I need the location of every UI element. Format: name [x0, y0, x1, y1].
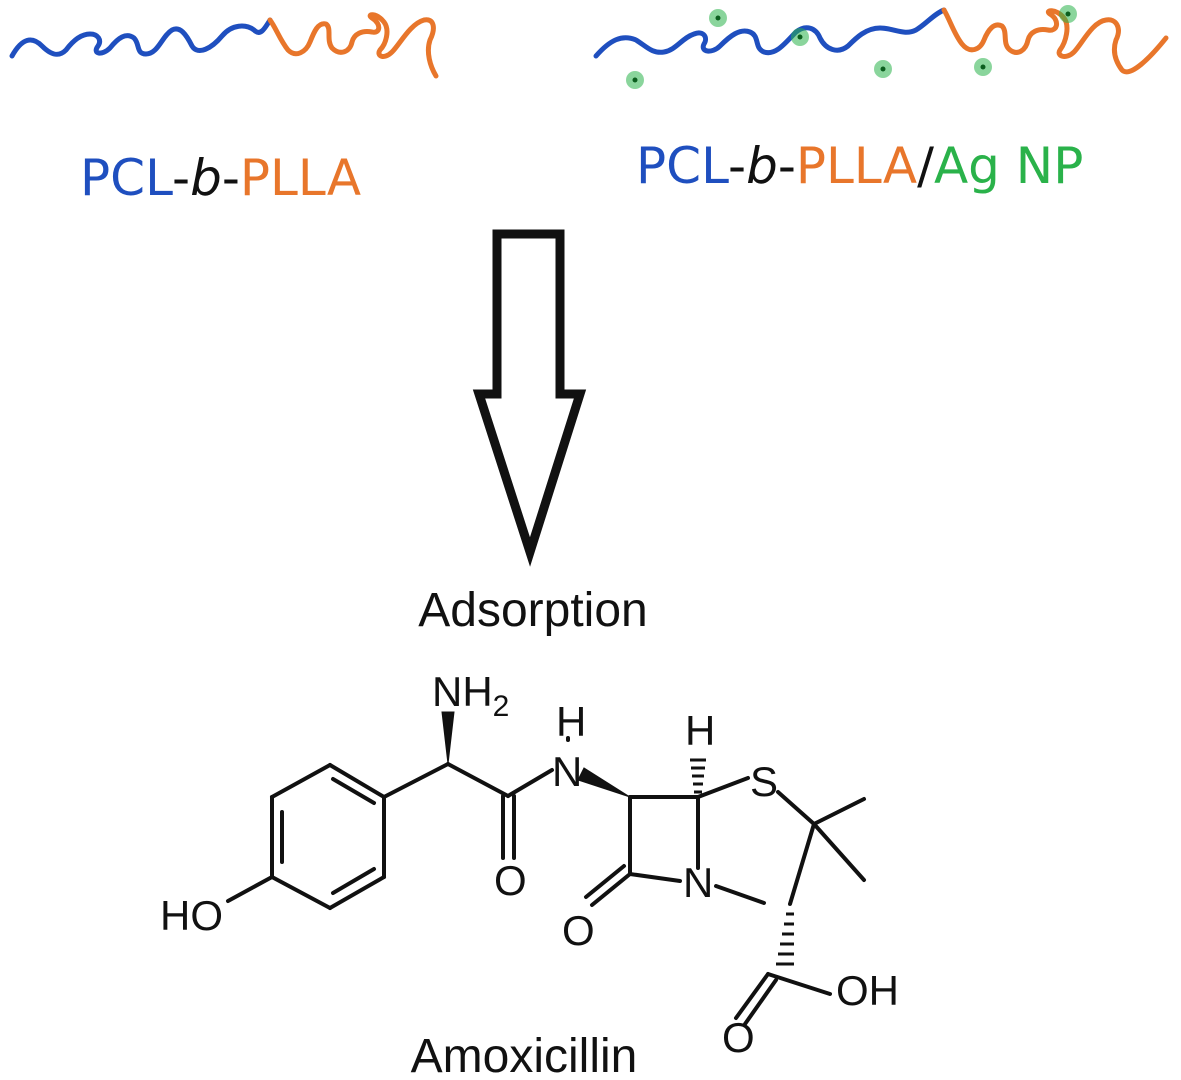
copolymer-chain-right	[593, 5, 1169, 89]
plla-block-right	[941, 7, 1169, 75]
wedge-bond	[441, 711, 455, 765]
hashed-bond	[690, 758, 706, 794]
atom-amide-h: H	[556, 698, 586, 745]
atom-sulfur: S	[750, 758, 778, 805]
atom-acid-o: O	[722, 1014, 755, 1061]
adsorption-label: Adsorption	[418, 584, 647, 637]
atom-ring-h: H	[685, 707, 715, 754]
ag-nanoparticle	[709, 9, 727, 27]
atom-lactam-o: O	[562, 907, 595, 954]
atom-amide-n: N	[552, 748, 582, 795]
amoxicillin-structure	[226, 736, 866, 1026]
copolymer-chain-left	[9, 12, 439, 79]
benzene-ring	[270, 763, 386, 910]
ag-nanoparticle	[974, 58, 992, 76]
molecule-name: Amoxicillin	[411, 1030, 638, 1080]
atom-labels: NH2 H N H S N O O HO O OH	[160, 668, 899, 1061]
label-pcl-b-plla: PCL-b-PLLA	[80, 149, 361, 207]
atom-hydroxyl-ho: HO	[160, 892, 223, 939]
stereo-bonds	[441, 711, 794, 966]
ag-nanoparticles	[626, 5, 1077, 89]
plla-block-left	[267, 12, 439, 79]
ag-nanoparticle	[791, 28, 809, 46]
label-pcl-b-plla-agnp: PCL-b-PLLA/Ag NP	[636, 137, 1083, 195]
ag-nanoparticle	[626, 71, 644, 89]
ag-nanoparticle	[874, 60, 892, 78]
atom-nh2: NH2	[432, 668, 509, 723]
hashed-bond	[776, 912, 794, 966]
wedge-bond	[577, 767, 631, 798]
pcl-block-right	[593, 7, 947, 59]
pcl-block-left	[9, 17, 273, 59]
ag-nanoparticle	[1059, 5, 1077, 23]
atom-ring-n: N	[683, 859, 713, 906]
down-arrow-icon	[472, 229, 587, 567]
atom-amide-o: O	[494, 857, 527, 904]
atom-acid-oh: OH	[836, 967, 899, 1014]
